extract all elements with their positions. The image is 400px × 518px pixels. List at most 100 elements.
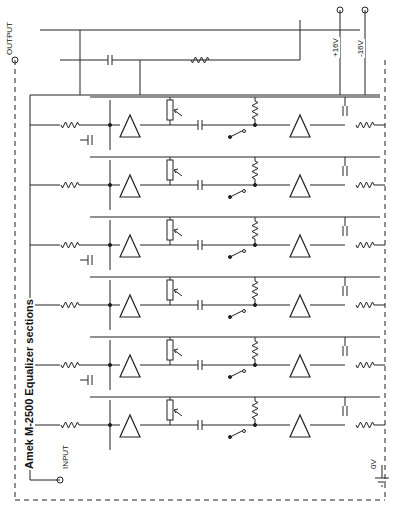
wire (170, 300, 171, 305)
wire (170, 305, 198, 306)
terminal (12, 57, 18, 63)
wire (374, 365, 385, 366)
wire (374, 185, 385, 186)
resistor-symbol (252, 401, 258, 419)
supply-label: +16V (332, 37, 340, 58)
wire (300, 20, 301, 60)
wire (230, 131, 242, 137)
wire (90, 97, 380, 98)
wire (230, 251, 242, 257)
resistor-symbol (356, 122, 374, 128)
opamp-symbol (290, 295, 310, 317)
wire (230, 185, 290, 186)
wire (80, 140, 88, 141)
resistor-symbol (252, 161, 258, 179)
signal-label: OUTPUT (6, 21, 14, 56)
wire (140, 305, 170, 306)
resistor-symbol (61, 182, 79, 188)
wire (310, 365, 345, 366)
wire (92, 135, 93, 145)
junction-dot (108, 123, 111, 126)
wire (90, 277, 380, 278)
wire (170, 360, 171, 365)
pot-wiper (174, 109, 182, 116)
resistor-symbol (61, 242, 79, 248)
wire (80, 260, 88, 261)
wire (255, 397, 256, 401)
wire (202, 245, 230, 246)
wire (230, 425, 290, 426)
wire (170, 120, 171, 125)
opamp-symbol (290, 115, 310, 137)
wire (30, 95, 380, 96)
wire (90, 337, 380, 338)
switch-contact (243, 190, 246, 193)
junction-dot (108, 243, 111, 246)
wire (170, 185, 198, 186)
opamp-symbol (120, 415, 140, 437)
wire (345, 397, 346, 406)
wire (30, 185, 60, 186)
wire (230, 125, 290, 126)
wire (345, 217, 346, 226)
wire (30, 480, 60, 481)
wire (343, 406, 344, 416)
pot-wiper (174, 349, 182, 356)
wire (170, 125, 198, 126)
wire (255, 97, 256, 101)
wire (345, 277, 346, 286)
pot-symbol (167, 340, 173, 360)
resistor-symbol (356, 422, 374, 428)
wire (374, 305, 385, 306)
junction-dot (253, 303, 256, 306)
opamp-symbol (120, 175, 140, 197)
wire (60, 60, 108, 61)
wire (40, 30, 360, 31)
resistor-symbol (252, 281, 258, 299)
wire (92, 255, 93, 265)
wire (79, 365, 110, 366)
resistor-symbol (191, 57, 209, 63)
switch-contact (243, 430, 246, 433)
wire (140, 365, 170, 366)
wire (385, 60, 386, 500)
wire (170, 365, 198, 366)
opamp-symbol (120, 295, 140, 317)
wire (202, 365, 230, 366)
wire (170, 240, 171, 245)
wire (345, 337, 346, 346)
signal-label: INPUT (62, 444, 70, 470)
wire (343, 346, 344, 356)
wire (343, 106, 344, 116)
wire (140, 125, 170, 126)
wire (140, 60, 141, 95)
resistor-symbol (61, 422, 79, 428)
pot-symbol (167, 220, 173, 240)
wire (382, 465, 383, 478)
resistor-symbol (356, 362, 374, 368)
wire (202, 425, 230, 426)
wire (255, 157, 256, 161)
junction-dot (108, 363, 111, 366)
pot-wiper (174, 169, 182, 176)
wire (202, 185, 230, 186)
wire (170, 425, 198, 426)
wire (140, 425, 170, 426)
switch-contact (243, 130, 246, 133)
opamp-symbol (120, 235, 140, 257)
pot-wiper (174, 289, 182, 296)
junction-dot (108, 423, 111, 426)
wire (347, 286, 348, 296)
resistor-symbol (252, 101, 258, 119)
wire (310, 305, 345, 306)
opamp-symbol (120, 355, 140, 377)
wire (230, 365, 290, 366)
wire (170, 180, 171, 185)
resistor-symbol (356, 182, 374, 188)
wire (374, 425, 385, 426)
ground-label: 0V (370, 458, 378, 470)
wire (79, 125, 110, 126)
wire (92, 375, 93, 385)
terminal (362, 7, 368, 13)
wire (347, 106, 348, 116)
